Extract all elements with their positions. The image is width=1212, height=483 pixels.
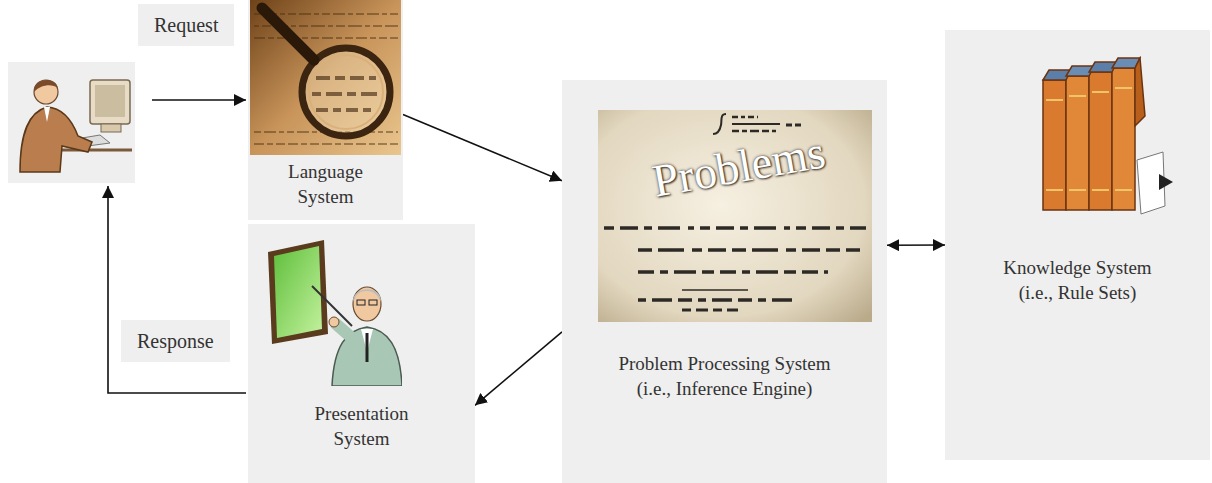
- books-icon-part: [1069, 95, 1086, 97]
- presentation-system-box: Presentation System: [248, 224, 475, 483]
- flow-arrow: [887, 244, 945, 246]
- math-photo-part: [732, 123, 780, 125]
- magnifier-photo-part: [312, 78, 380, 110]
- books-icon-part: [1115, 87, 1132, 89]
- inference-engine-box: Problem Processing System (i.e., Inferen…: [562, 80, 887, 483]
- presenter-illustration: [262, 234, 402, 386]
- knowledge-system-box: Knowledge System (i.e., Rule Sets): [945, 30, 1210, 460]
- books-icon-part: [1046, 99, 1063, 101]
- text-holder: Problem Processing System (i.e., Inferen…: [562, 352, 887, 401]
- user-at-computer-part: [44, 107, 50, 122]
- user-at-computer-part: [101, 124, 121, 132]
- math-photo-part: [786, 124, 802, 127]
- books-icon-part: [1115, 189, 1132, 191]
- books-icon: [1041, 56, 1175, 220]
- books-icon-part: [1046, 88, 1132, 190]
- books-icon-part: [1159, 174, 1173, 190]
- magnifier-photo-part: [262, 8, 314, 60]
- magnifier-photo-part: [254, 37, 398, 39]
- books-icon-part: [1092, 91, 1109, 93]
- user-at-computer-part: [95, 85, 125, 117]
- presenter-illustration-part: [329, 317, 339, 327]
- response-label: Response: [121, 320, 230, 362]
- user-at-computer-part: [90, 80, 130, 124]
- flow-arrow: [403, 114, 562, 180]
- user-at-computer-part: [20, 107, 92, 172]
- math-photo-part: [604, 226, 866, 230]
- magnifier-photo-part: [316, 108, 376, 112]
- magnifier-photo-part: [312, 92, 380, 96]
- math-photo-part: [638, 248, 860, 252]
- books-icon-part: [1066, 76, 1089, 210]
- box-label: Knowledge System (i.e., Rule Sets): [1003, 256, 1153, 305]
- magnifier-photo-part: [254, 143, 398, 145]
- response-arrow: [108, 186, 246, 393]
- math-photo-part: [638, 270, 828, 274]
- math-photo-part: [732, 130, 776, 133]
- books-icon-part: [1135, 58, 1145, 126]
- math-photo-part: [682, 309, 738, 312]
- request-label: Request: [138, 4, 234, 46]
- magnifier-photo: [250, 0, 401, 155]
- books-icon-part: [1043, 80, 1066, 210]
- books-icon-part: [1092, 189, 1109, 191]
- presenter-illustration-part: [357, 300, 365, 305]
- math-photo-part: [732, 116, 758, 119]
- magnifier-photo-part: [254, 14, 398, 144]
- math-photo-part: [604, 114, 866, 310]
- books-icon-part: [1046, 189, 1063, 191]
- books-icon-part: [1043, 58, 1145, 210]
- box-label: Problem Processing System (i.e., Inferen…: [605, 352, 845, 401]
- math-photo-part: [638, 298, 798, 302]
- presenter-illustration-part: [274, 246, 322, 338]
- magnifier-photo-part: [316, 76, 376, 80]
- user-at-computer-part: [34, 80, 58, 92]
- presenter-illustration-part: [336, 324, 352, 338]
- books-icon-part: [1112, 68, 1135, 210]
- presenter-illustration-part: [312, 286, 352, 326]
- request-arrow: [152, 99, 246, 101]
- text-holder: Presentation System: [248, 402, 475, 451]
- books-icon-part: [1089, 72, 1112, 210]
- presenter-illustration-part: [366, 333, 369, 362]
- text-holder: Language System: [248, 160, 403, 209]
- flow-arrow: [475, 332, 562, 405]
- box-label: Presentation System: [296, 402, 428, 451]
- box-label: Language System: [270, 160, 382, 209]
- math-photo-part: [713, 114, 726, 134]
- user-panel: [8, 62, 135, 183]
- language-system-box: Language System: [248, 0, 403, 220]
- text-holder: Knowledge System (i.e., Rule Sets): [945, 256, 1210, 305]
- magnifier-photo-part: [309, 55, 383, 129]
- user-at-computer: [20, 80, 132, 172]
- presenter-illustration-part: [369, 300, 377, 305]
- magnifier-photo-part: [250, 0, 401, 155]
- presenter-illustration-part: [353, 287, 381, 321]
- math-photo-part: [598, 110, 872, 322]
- user-at-computer-part: [34, 80, 58, 104]
- books-icon-part: [1069, 189, 1086, 191]
- math-photo-part: [682, 289, 748, 291]
